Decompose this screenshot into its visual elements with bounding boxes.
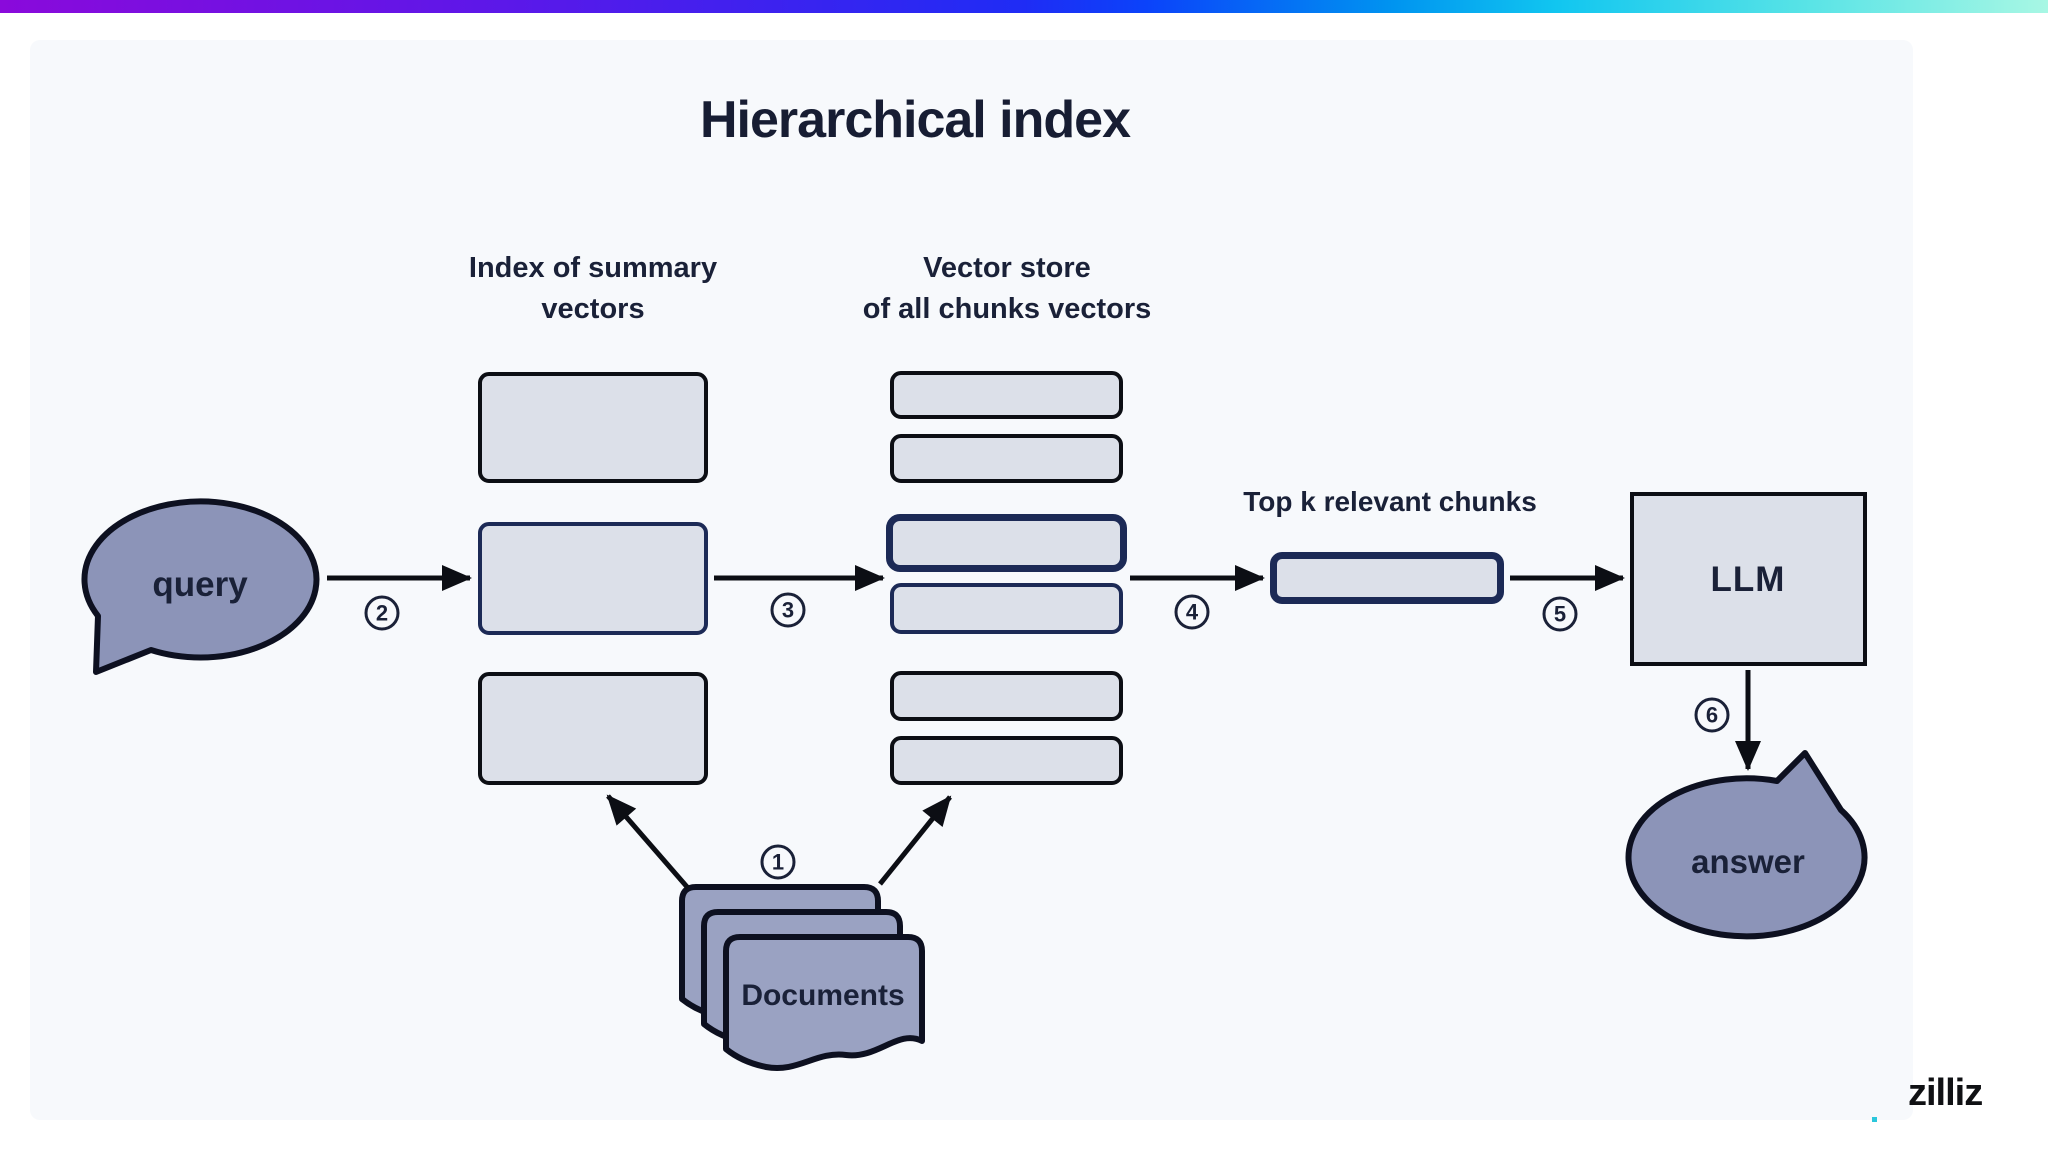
step-circle-3: 3 bbox=[770, 592, 806, 628]
llm-box bbox=[1630, 492, 1867, 666]
document-page-front bbox=[723, 934, 925, 1072]
documents-label: Documents bbox=[741, 979, 905, 1012]
top-k-chunk-box bbox=[1270, 552, 1504, 604]
documents-stack bbox=[679, 884, 925, 1072]
answer-label: answer bbox=[1691, 843, 1805, 880]
query-bubble-shape bbox=[81, 498, 320, 675]
diagram-title: Hierarchical index bbox=[700, 91, 1131, 149]
flow-arrows bbox=[327, 565, 1761, 890]
top-k-label: Top k relevant chunks bbox=[1243, 486, 1537, 517]
step-number-3: 3 bbox=[781, 597, 795, 622]
chunk-vector-box-6 bbox=[890, 736, 1123, 785]
summary-index-header: Index of summary vectors bbox=[469, 248, 717, 330]
summary-vector-box-selected bbox=[478, 522, 708, 635]
chunk-vector-box-1 bbox=[890, 371, 1123, 419]
step-circle-1: 1 bbox=[760, 844, 796, 880]
chunk-vector-box-5 bbox=[890, 671, 1123, 721]
summary-index-header-line2: vectors bbox=[541, 293, 645, 325]
arrow-documents-to-vector-store bbox=[878, 795, 952, 886]
chunk-vector-box-selected-2 bbox=[890, 583, 1123, 634]
zilliz-logo: zilliz bbox=[1908, 1072, 1983, 1114]
cyan-accent-dot bbox=[1872, 1117, 1877, 1122]
step-number-5: 5 bbox=[1553, 601, 1567, 626]
summary-vector-box-3 bbox=[478, 672, 708, 785]
step-circle-5: 5 bbox=[1542, 596, 1578, 632]
chunk-vector-box-selected-1 bbox=[886, 514, 1127, 572]
llm-label: LLM bbox=[1710, 560, 1786, 599]
answer-bubble-shape bbox=[1625, 750, 1868, 940]
summary-vector-box-1 bbox=[478, 372, 708, 483]
summary-index-header-line1: Index of summary bbox=[468, 252, 718, 284]
query-label: query bbox=[152, 565, 248, 604]
top-gradient-bar bbox=[0, 0, 2048, 13]
vector-store-header-line1: Vector store bbox=[923, 252, 1091, 284]
vector-store-header: Vector store of all chunks vectors bbox=[863, 248, 1152, 330]
step-number-4: 4 bbox=[1185, 599, 1199, 624]
step-circle-2: 2 bbox=[364, 595, 400, 631]
step-number-6: 6 bbox=[1705, 702, 1719, 727]
step-number-1: 1 bbox=[771, 849, 785, 874]
step-circle-6: 6 bbox=[1694, 697, 1730, 733]
arrow-documents-to-summary-index bbox=[606, 794, 690, 890]
chunk-vector-box-2 bbox=[890, 434, 1123, 483]
step-number-2: 2 bbox=[375, 600, 389, 625]
vector-store-header-line2: of all chunks vectors bbox=[862, 293, 1152, 325]
step-circle-4: 4 bbox=[1174, 594, 1210, 630]
